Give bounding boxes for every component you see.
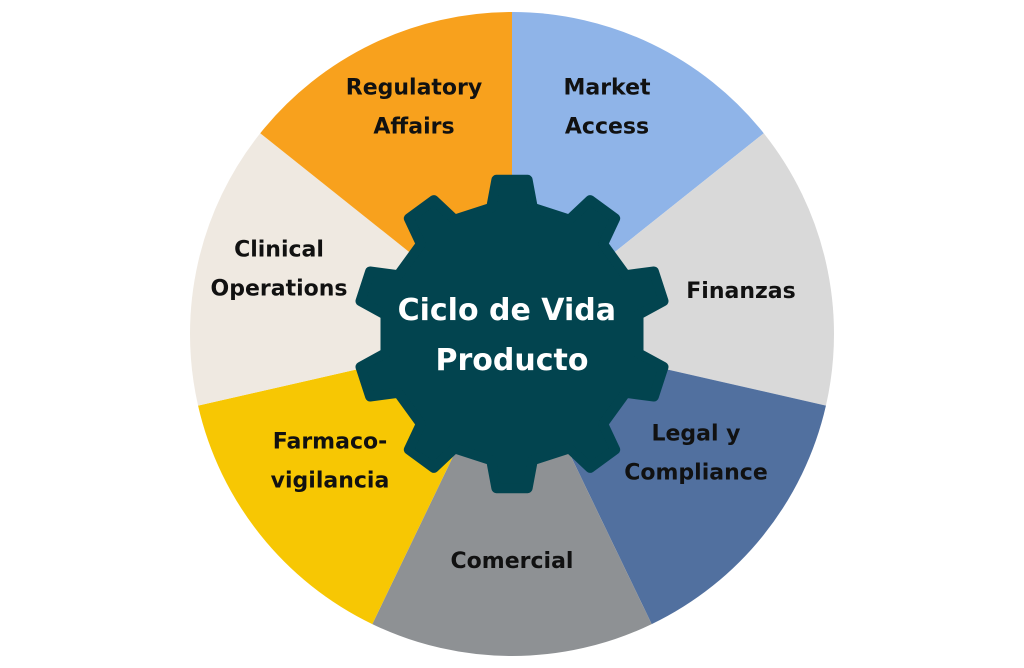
gear-icon [355, 174, 669, 494]
hub-label-line-2: Producto [436, 343, 589, 378]
segment-label-line: Finanzas [686, 279, 795, 304]
segment-label-finanzas: Finanzas [686, 279, 795, 304]
segment-label-legal-compliance: Legal y Compliance [624, 422, 767, 486]
segment-label-farmacovigilancia: Farmaco-vigilancia [271, 430, 390, 494]
segment-label-line: Access [565, 115, 649, 140]
segment-label-line: Affairs [373, 115, 454, 140]
segment-label-line: Farmaco- [273, 430, 388, 455]
segment-comercial [372, 334, 652, 656]
segment-label-line: vigilancia [271, 469, 390, 494]
hub-label: Ciclo de Vida Producto [398, 293, 627, 378]
segment-label-line: Clinical [234, 238, 324, 263]
hub-label-line-1: Ciclo de Vida [398, 293, 616, 328]
segment-label-line: Comercial [451, 549, 574, 574]
segment-label-line: Regulatory [346, 76, 482, 101]
segment-label-line: Market [563, 76, 651, 101]
segment-label-line: Legal y [651, 422, 740, 447]
segment-label-comercial: Comercial [451, 549, 574, 574]
segment-label-line: Operations [211, 277, 348, 302]
segment-label-line: Compliance [624, 461, 767, 486]
